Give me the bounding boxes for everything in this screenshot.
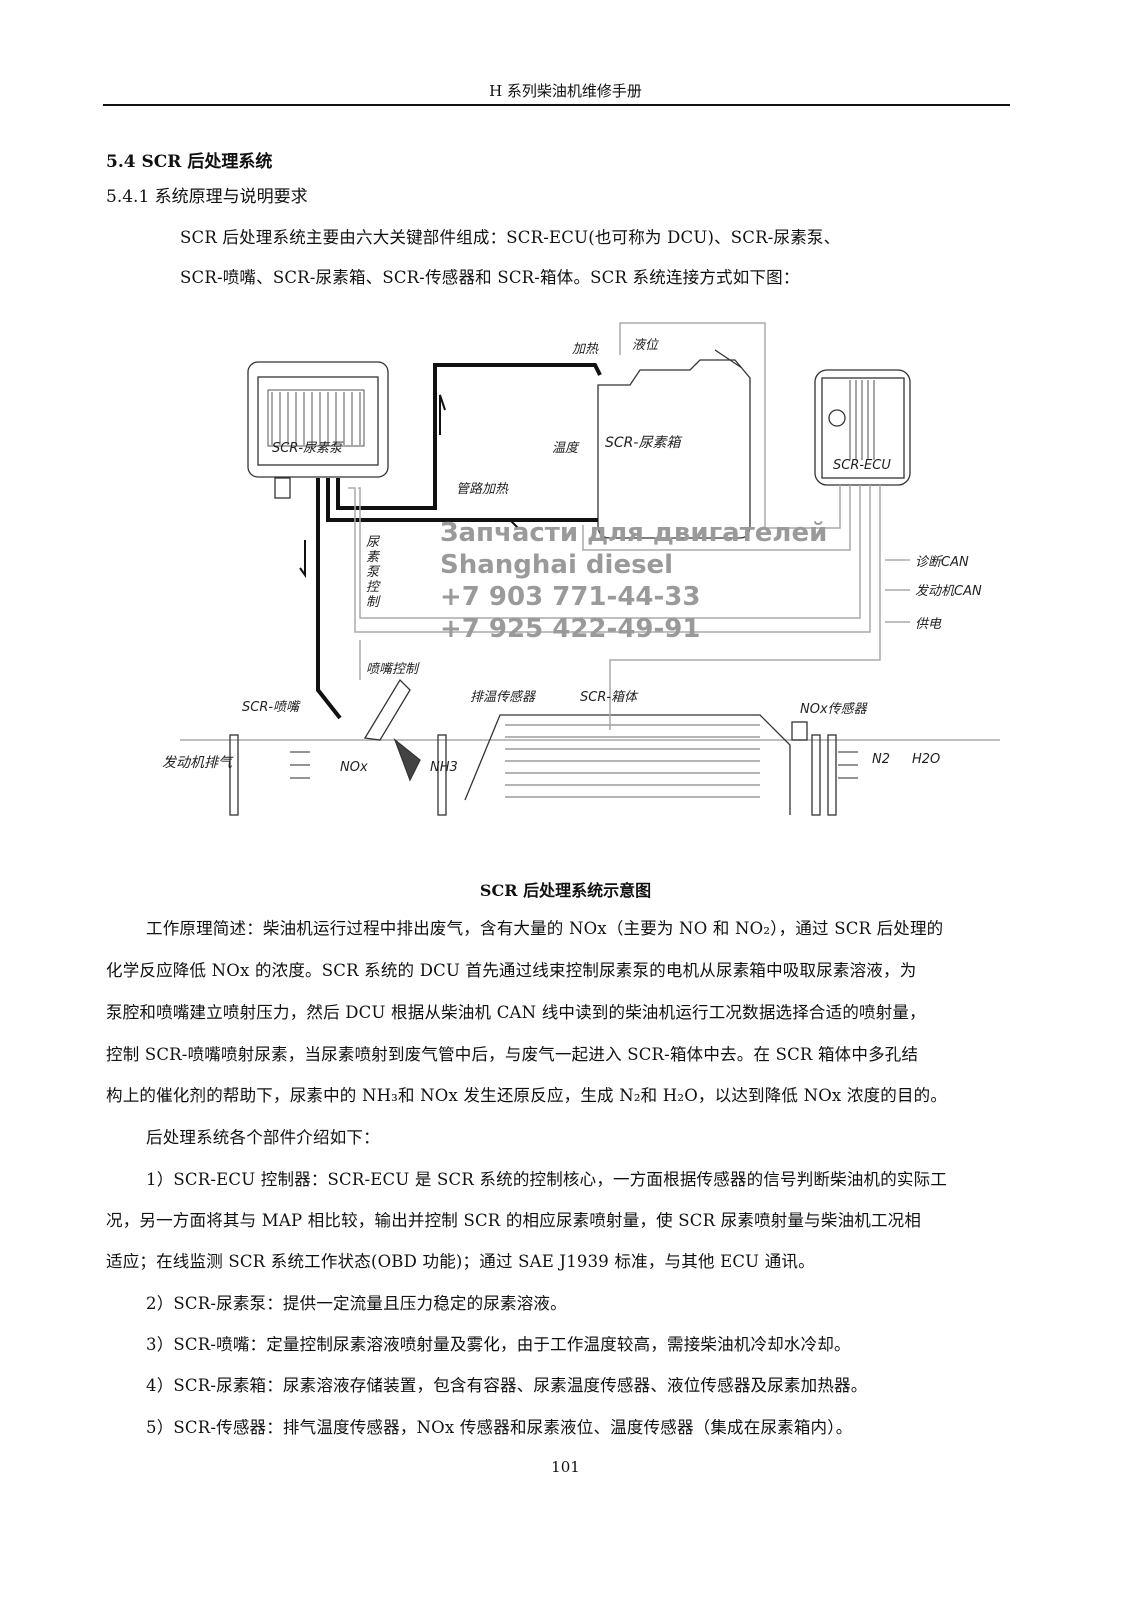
watermark-line: +7 925 422-49-91	[440, 614, 701, 644]
page-number: 101	[551, 1458, 580, 1476]
label-temperature: 温度	[552, 441, 579, 456]
label-nozzle-control: 喷嘴控制	[366, 662, 419, 677]
body-line: 适应；在线监测 SCR 系统工作状态(OBD 功能)；通过 SAE J1939 …	[106, 1252, 815, 1271]
label-power: 供电	[915, 617, 942, 632]
figure-caption: SCR 后处理系统示意图	[479, 881, 652, 900]
body-line: 3）SCR-喷嘴：定量控制尿素溶液喷射量及雾化，由于工作温度较高，需接柴油机冷却…	[146, 1335, 851, 1354]
body-line: 1）SCR-ECU 控制器：SCR-ECU 是 SCR 系统的控制核心，一方面根…	[146, 1170, 948, 1189]
body-line: 化学反应降低 NOx 的浓度。SCR 系统的 DCU 首先通过线束控制尿素泵的电…	[106, 961, 917, 980]
label-engine-exhaust: 发动机排气	[162, 755, 232, 771]
intro-line: SCR-喷嘴、SCR-尿素箱、SCR-传感器和 SCR-箱体。SCR 系统连接方…	[180, 268, 800, 287]
running-header: H 系列柴油机维修手册	[489, 82, 642, 100]
label-nox: NOx	[340, 760, 368, 775]
body-line: 控制 SCR-喷嘴喷射尿素，当尿素喷射到废气管中后，与废气一起进入 SCR-箱体…	[106, 1045, 919, 1064]
label-pipe-heating: 管路加热	[456, 482, 509, 497]
watermark-line: +7 903 771-44-33	[440, 582, 701, 612]
label-nox-sensor: NOx传感器	[800, 702, 867, 717]
label-exhaust-temp-sensor: 排温传感器	[470, 690, 536, 705]
label-nh3: NH3	[430, 760, 458, 775]
scr-system-diagram	[180, 322, 1000, 816]
body-line: 2）SCR-尿素泵：提供一定流量且压力稳定的尿素溶液。	[146, 1294, 567, 1313]
urea-pump-shape	[247, 361, 389, 478]
label-scr-box: SCR-箱体	[580, 690, 638, 705]
label-diagnostic-can: 诊断CAN	[915, 555, 969, 570]
label-pump-control: 尿素泵控制	[366, 535, 380, 610]
body-line: 工作原理简述：柴油机运行过程中排出废气，含有大量的 NOx（主要为 NO 和 N…	[146, 919, 944, 938]
scr-box-shape	[464, 714, 791, 815]
section-heading: 5.4 SCR 后处理系统	[106, 152, 273, 172]
subsection-heading: 5.4.1 系统原理与说明要求	[106, 187, 308, 207]
header-rule	[103, 104, 1010, 106]
label-level: 液位	[632, 338, 659, 353]
label-urea-tank: SCR-尿素箱	[605, 435, 681, 451]
watermark-line: Запчасти для двигателей	[440, 518, 828, 548]
label-nozzle: SCR-喷嘴	[242, 700, 300, 715]
body-line: 况，另一方面将其与 MAP 相比较，输出并控制 SCR 的相应尿素喷射量，使 S…	[106, 1211, 922, 1230]
body-line: 4）SCR-尿素箱：尿素溶液存储装置，包含有容器、尿素温度传感器、液位传感器及尿…	[146, 1376, 868, 1395]
label-heating: 加热	[572, 342, 599, 357]
body-line: 5）SCR-传感器：排气温度传感器，NOx 传感器和尿素液位、温度传感器（集成在…	[146, 1418, 853, 1437]
ecu-shape	[814, 369, 911, 486]
body-line: 泵腔和喷嘴建立喷射压力，然后 DCU 根据从柴油机 CAN 线中读到的柴油机运行…	[106, 1003, 926, 1022]
watermark-line: Shanghai diesel	[440, 550, 674, 580]
label-engine-can: 发动机CAN	[915, 584, 982, 599]
label-urea-pump: SCR-尿素泵	[272, 441, 343, 456]
label-ecu: SCR-ECU	[833, 458, 891, 473]
label-n2: N2	[872, 752, 890, 767]
label-h2o: H2O	[912, 752, 941, 767]
intro-line: SCR 后处理系统主要由六大关键部件组成：SCR-ECU(也可称为 DCU)、S…	[180, 228, 841, 247]
body-line: 后处理系统各个部件介绍如下：	[146, 1128, 380, 1147]
body-line: 构上的催化剂的帮助下，尿素中的 NH₃和 NOx 发生还原反应，生成 N₂和 H…	[106, 1086, 948, 1105]
